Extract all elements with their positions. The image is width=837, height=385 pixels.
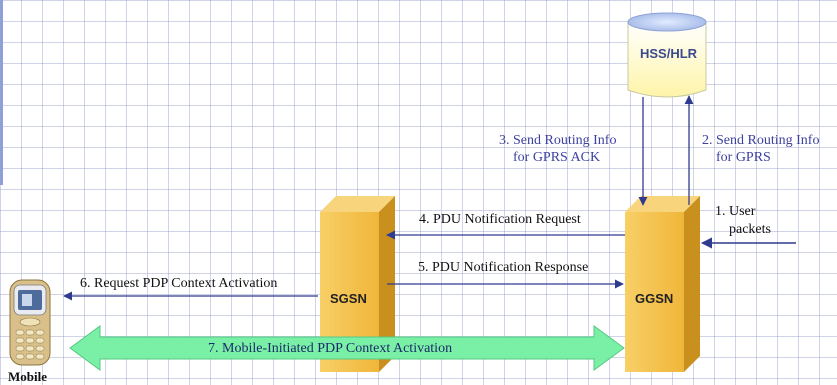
msg-send-routing-info-line1: 2. Send Routing Info <box>702 133 820 148</box>
ggsn-node <box>625 196 700 372</box>
msg-send-routing-info-ack-line1: 3. Send Routing Info <box>499 133 617 148</box>
hss-hlr-label: HSS/HLR <box>640 46 698 61</box>
msg-mobile-initiated-pdp-context-activation: 7. Mobile-Initiated PDP Context Activati… <box>208 341 453 356</box>
sgsn-label: SGSN <box>330 291 367 306</box>
arrow-mobile-initiated-pdp <box>69 325 625 371</box>
msg-user-packets-line2: packets <box>729 222 771 237</box>
msg-user-packets-line1: 1. User <box>715 204 756 219</box>
hss-hlr-database <box>627 12 707 98</box>
mobile-label: Mobile <box>8 369 47 384</box>
ggsn-label: GGSN <box>635 291 674 306</box>
msg-pdu-notification-request: 4. PDU Notification Request <box>419 212 581 227</box>
slide-left-border <box>0 0 3 185</box>
msg-request-pdp-context-activation: 6. Request PDP Context Activation <box>80 276 278 291</box>
mobile-phone-icon <box>9 279 51 366</box>
msg-pdu-notification-response: 5. PDU Notification Response <box>418 260 589 275</box>
msg-send-routing-info-line2: for GPRS <box>716 150 771 165</box>
msg-send-routing-info-ack-line2: for GPRS ACK <box>513 150 601 165</box>
